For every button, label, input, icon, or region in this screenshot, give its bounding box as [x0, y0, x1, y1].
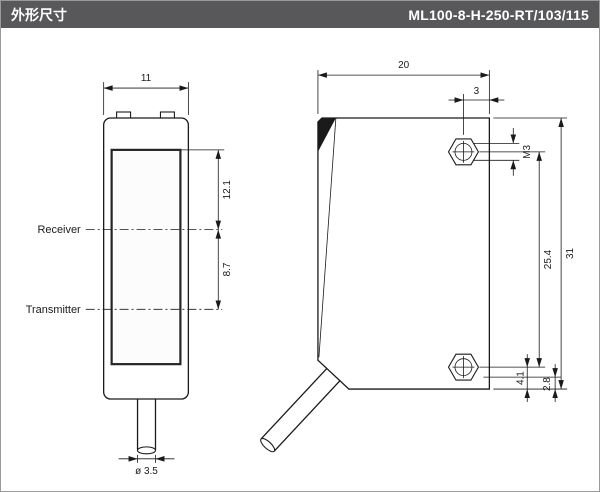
dim-label-2-8: 2.8 [542, 377, 553, 391]
cable-side-line [273, 380, 341, 452]
dim-total-height: 31 [493, 117, 576, 390]
dim-cable-diameter: ø 3.5 [118, 454, 175, 477]
dim-window-offsets: 12.1 8.7 [181, 149, 233, 310]
optical-window [110, 148, 182, 366]
header-bar: 外形尺寸 ML100-8-H-250-RT/103/115 [1, 1, 599, 28]
dim-cable-to-bottom: 2.8 [483, 364, 562, 403]
front-view: 11 Receiver Transmitter 12.1 8.7 [26, 73, 233, 477]
drawing-area: 11 Receiver Transmitter 12.1 8.7 [1, 28, 599, 491]
dim-hole-offset: 3 [448, 86, 505, 135]
dim-hole-spacing: 25.4 [479, 151, 554, 368]
dim-label-12-1: 12.1 [222, 180, 233, 200]
dim-label-25-4: 25.4 [543, 249, 554, 269]
dimension-drawing-svg: 11 Receiver Transmitter 12.1 8.7 [26, 60, 576, 477]
dim-label-offset-3: 3 [474, 86, 480, 97]
transmitter-label: Transmitter [26, 304, 81, 316]
side-view: 20 3 [260, 60, 576, 453]
front-face-slope-line [318, 117, 337, 358]
side-cable [260, 367, 341, 453]
dim-label-8-7: 8.7 [222, 262, 233, 276]
cable-side-line [260, 367, 328, 440]
front-cable [136, 399, 157, 455]
mounting-hole-top [447, 138, 480, 166]
part-number: ML100-8-H-250-RT/103/115 [408, 6, 589, 23]
receiver-label: Receiver [37, 224, 81, 236]
page-title: 外形尺寸 [11, 6, 67, 23]
dim-front-width: 11 [103, 73, 189, 115]
dim-label-cable-dia: ø 3.5 [135, 466, 158, 477]
dim-label-31: 31 [565, 248, 576, 260]
dim-label-front-width: 11 [141, 73, 152, 84]
dim-depth: 20 [317, 60, 490, 114]
dim-hole-to-bottom: 4.1 [515, 354, 531, 403]
dim-label-4-1: 4.1 [515, 371, 526, 385]
cable-end [136, 446, 157, 455]
cable-end [260, 437, 276, 453]
mounting-hole-bottom [447, 353, 480, 381]
dim-label-depth-20: 20 [398, 60, 410, 71]
